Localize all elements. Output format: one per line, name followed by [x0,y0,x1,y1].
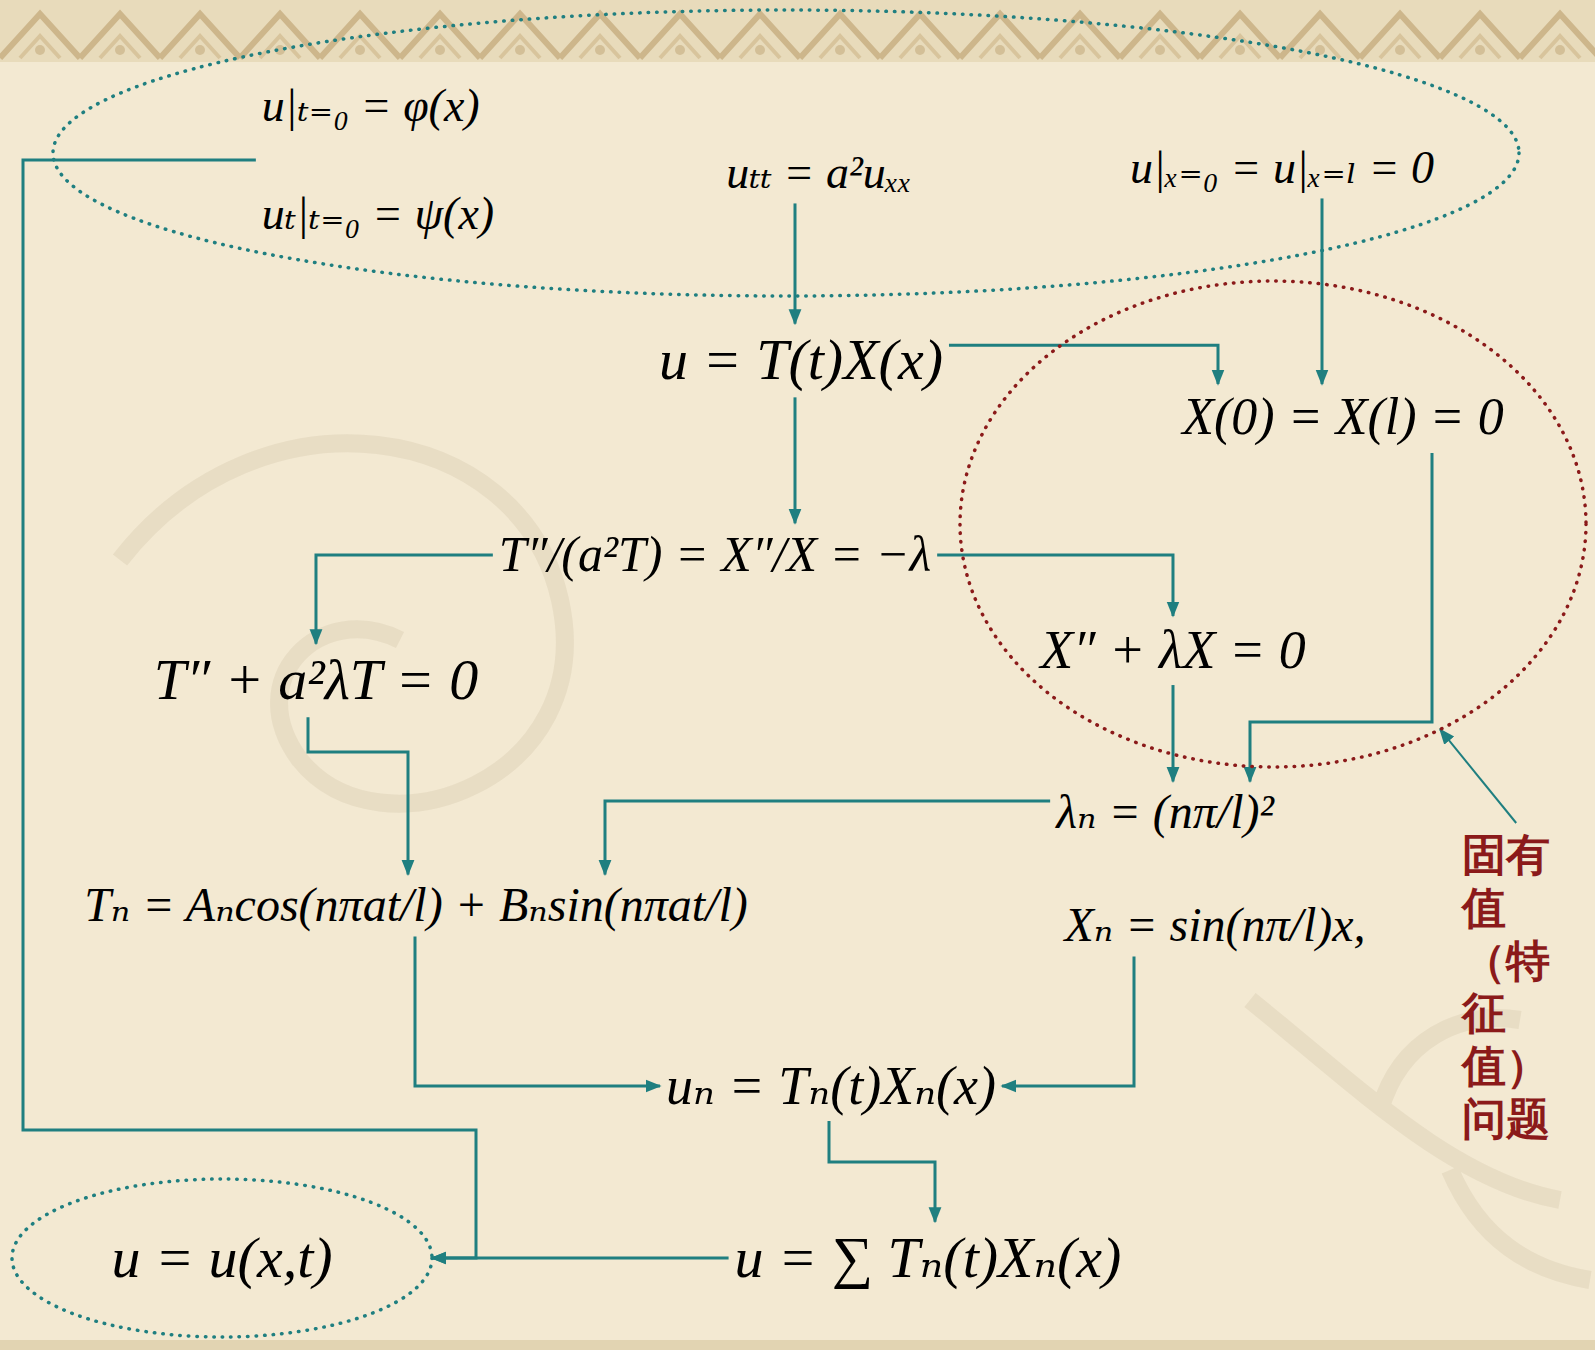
formula-text: u = u(x,t) [111,1225,332,1292]
formula-text: X(0) = X(l) = 0 [1182,387,1503,447]
formula-text: uₜₜ = a²uₓₓ [726,147,912,200]
flow-arrow [1321,198,1324,384]
flow-arrow [316,555,493,644]
formula-text: Xₙ = sin(nπ/l)x, [1064,897,1365,952]
callout-text: 固有值（特征值）问题 [1462,829,1554,1146]
formula-text: uₙ = Tₙ(t)Xₙ(x) [666,1055,996,1117]
formula-node: X(0) = X(l) = 0 [1182,387,1503,447]
formula-node: λₙ = (nπ/l)² [1056,784,1274,839]
flow-arrow [1250,453,1432,782]
ellipse-outline [958,279,1588,769]
formula-node: u|ₓ₌₀ = u|ₓ₌ₗ = 0 [1130,142,1434,195]
formula-text: T″ + a²λT = 0 [154,647,478,714]
flow-arrow [949,345,1218,384]
dotted-ellipse-group: X(0) = X(l) = 0 X″ + λX = 0 [958,279,1588,769]
formula-node: u|ₜ₌₀ = φ(x) uₜ|ₜ₌₀ = ψ(x) [262,80,494,241]
dotted-ellipse [12,1179,432,1337]
flow-arrow [794,203,797,323]
formula-text: u|ₓ₌₀ = u|ₓ₌ₗ = 0 [1130,142,1434,195]
flow-arrow [1002,957,1134,1086]
flow-arrow [415,937,660,1086]
flow-arrow [605,801,1050,874]
dotted-ellipse [53,10,1519,296]
formula-text: Tₙ = Aₙcos(nπat/l) + Bₙsin(nπat/l) [84,877,748,932]
formula-node: uₙ = Tₙ(t)Xₙ(x) [666,1055,996,1117]
formula-node: X″ + λX = 0 [1040,619,1306,681]
callout-note: 固有值（特征值）问题 [1462,829,1554,1146]
formula-text: u = T(t)X(x) [659,327,943,394]
flow-arrow [829,1121,935,1222]
dotted-ellipse-group: u = u(x,t) [10,1177,434,1339]
formula-text: T″/(a²T) = X″/X = −λ [499,526,931,584]
flow-arrow [937,555,1173,616]
flow-arrow [432,1257,729,1260]
dotted-ellipse-group: u|ₜ₌₀ = φ(x) uₜ|ₜ₌₀ = ψ(x) uₜₜ = a²uₓₓ u|ₓ₌… [51,8,1521,298]
watermark-swirl [120,443,1590,1280]
formula-node: Tₙ = Aₙcos(nπat/l) + Bₙsin(nπat/l) [84,877,748,932]
formula-node: Xₙ = sin(nπ/l)x, [1064,897,1365,952]
ornament-band [0,1340,1595,1350]
formula-node: T″ + a²λT = 0 [154,647,478,714]
flow-arrow [308,717,408,874]
formula-node: u = T(t)X(x) [659,327,943,394]
ornament-band [0,0,1595,62]
dotted-ellipse [960,281,1586,767]
formula-node: T″/(a²T) = X″/X = −λ [499,526,931,584]
formula-text: λₙ = (nπ/l)² [1056,784,1274,839]
flow-arrow [1440,729,1516,823]
formula-text: u|ₜ₌₀ = φ(x) [262,80,494,133]
formula-node: u = ∑ Tₙ(t)Xₙ(x) [735,1225,1122,1292]
flow-arrow [1172,685,1175,781]
flow-arrow [794,397,797,523]
formula-text: uₜ|ₜ₌₀ = ψ(x) [262,188,494,241]
formula-text: X″ + λX = 0 [1040,619,1306,681]
formula-node: uₜₜ = a²uₓₓ [726,147,912,200]
formula-text: u = ∑ Tₙ(t)Xₙ(x) [735,1225,1122,1292]
